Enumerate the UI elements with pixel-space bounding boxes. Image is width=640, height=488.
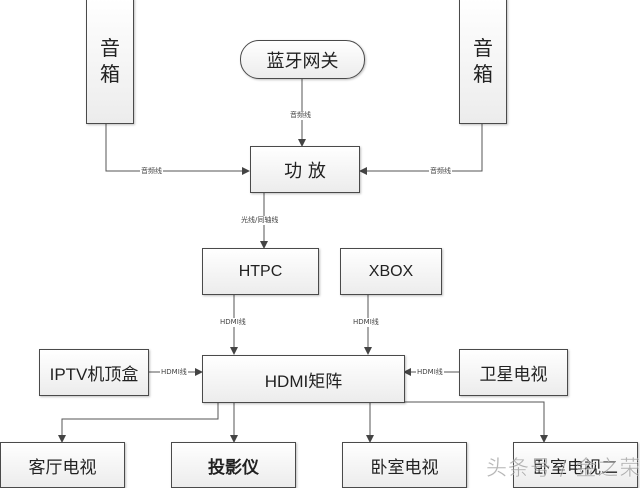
satellite-tv-label: 卫星电视 [479,365,548,385]
edge-label-satellite-matrix: HDMI线 [416,368,444,377]
watermark-text: 头条号 / 金之荣侍 [486,456,640,480]
amplifier-node[interactable]: 功 放 [250,146,360,193]
htpc-node[interactable]: HTPC [202,248,319,295]
bedroom-tv-node[interactable]: 卧室电视 [342,442,467,488]
hdmi-matrix-node[interactable]: HDMI矩阵 [202,355,405,403]
bedroom-tv-2-label: 卧室电视二 [533,457,618,478]
htpc-label: HTPC [238,262,283,280]
edge-label-iptv-matrix: HDMI线 [160,368,188,377]
edge-label-amp-htpc: 光线/同轴线 [240,216,280,225]
satellite-tv-node[interactable]: 卫星电视 [459,349,568,396]
edge-speaker-left-amp [105,124,250,175]
speaker-right-char-2: 箱 [473,62,493,86]
edge-speaker-right-amp [359,124,483,175]
speaker-left-node[interactable]: 音 箱 [86,0,134,124]
speaker-right-char-1: 音 [473,36,493,60]
bedroom-tv-label: 卧室电视 [370,457,439,478]
projector-node[interactable]: 投影仪 [171,442,296,488]
bluetooth-gateway-node[interactable]: 蓝牙网关 [240,40,365,79]
edge-label-speaker-right: 音频线 [429,167,452,176]
projector-label: 投影仪 [208,457,259,478]
edge-matrix-bedroom-tv-2 [404,401,548,443]
amplifier-label: 功 放 [284,160,326,182]
iptv-box-node[interactable]: IPTV机顶盒 [39,349,149,396]
iptv-box-label: IPTV机顶盒 [49,365,139,384]
xbox-node[interactable]: XBOX [340,248,442,295]
living-room-tv-label: 客厅电视 [28,457,97,478]
speaker-left-char-2: 箱 [100,62,120,86]
edge-matrix-living-tv [58,402,219,443]
edge-label-xbox-matrix: HDMI线 [352,318,380,327]
living-room-tv-node[interactable]: 客厅电视 [0,442,125,488]
hdmi-matrix-label: HDMI矩阵 [264,371,343,391]
bluetooth-gateway-label: 蓝牙网关 [266,50,339,72]
bedroom-tv-2-node[interactable]: 卧室电视二 [513,442,638,488]
edge-label-htpc-matrix: HDMI线 [219,318,247,327]
speaker-left-char-1: 音 [100,36,120,60]
edge-label-bluetooth: 音频线 [289,111,312,120]
speaker-right-node[interactable]: 音 箱 [459,0,507,124]
xbox-label: XBOX [368,262,414,280]
edge-label-speaker-left: 音频线 [140,167,163,176]
